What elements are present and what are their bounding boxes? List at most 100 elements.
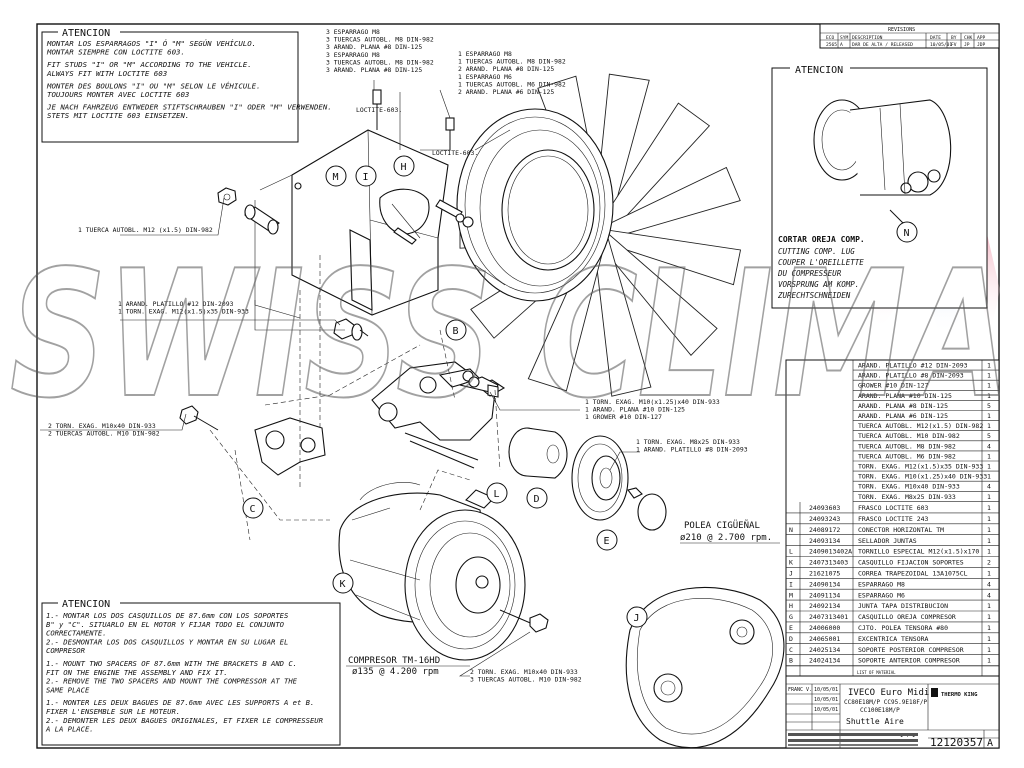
- callout-line: 1 ARAND. PLATILLO #12 DIN-2093: [118, 300, 234, 308]
- bom-row-letter: E: [789, 624, 793, 632]
- cut-lug-caption-line: CUTTING COMP. LUG: [778, 247, 855, 256]
- attention-top-line: JE NACH FAHRZEUG ENTWEDER STIFTSCHRAUBEN…: [46, 103, 332, 112]
- bom-row-letter: D: [789, 635, 793, 643]
- bom-row-code: 24065001: [809, 635, 840, 643]
- bom-row-desc: GROWER #10 DIN-127: [858, 382, 929, 390]
- bom-row-desc: JUNTA TAPA DISTRIBUCION: [858, 602, 948, 610]
- attention-bottom-line: 2.- DESMONTAR LOS DOS CASQUILLOS Y MONTA…: [46, 637, 288, 646]
- attention-bottom-line: 2.- REMOVE THE TWO SPACERS AND MOUNT THE…: [46, 677, 298, 686]
- bom-row-qty: 1: [987, 548, 991, 556]
- bom-row-code: 24091134: [809, 591, 840, 599]
- bom-row-qty: 1: [987, 452, 991, 460]
- bom-row-qty: 1: [987, 613, 991, 621]
- revision-cell: 10/05/01: [930, 42, 952, 48]
- bom-row-desc: ARAND. PLATILLO #12 DIN-2093: [858, 362, 968, 370]
- bom-row-desc: TORN. EXAG. M12(x1.5)x35 DIN-933: [858, 463, 983, 471]
- watermark-text: SWISS CLIMA: [10, 234, 1010, 437]
- bom-row-desc: TORN. EXAG. M8x25 DIN-933: [858, 493, 956, 501]
- callout-line: 3 ESPARRAGO M8: [326, 28, 380, 36]
- bom-row-desc: ARAND. PLANA #8 DIN-125: [858, 402, 948, 410]
- logo-text: THERMO KING: [941, 692, 978, 698]
- balloon-h: [393, 155, 415, 177]
- tensioner: [508, 427, 667, 531]
- attention-panel-right: ATENCION CORTAR OREJA COMP. CUTTING COMP…: [771, 64, 988, 309]
- cut-lug-caption-bold: CORTAR OREJA COMP.: [778, 235, 865, 244]
- revision-cell: DAR DE ALTA / RELEASED: [852, 42, 913, 48]
- bom-row-qty: 1: [987, 526, 991, 534]
- bom-row-code: 24090134: [809, 580, 840, 588]
- attention-top-line: FIT STUDS "I" OR "M" ACCORDING TO THE VE…: [47, 60, 252, 69]
- balloon-label: C: [250, 504, 256, 515]
- bom-row-qty: 1: [987, 657, 991, 665]
- bom-row-desc: SOPORTE POSTERIOR COMPRESOR: [858, 646, 964, 654]
- attention-bottom-title: ATENCION: [62, 599, 110, 610]
- bom-row-desc: TUERCA AUTOBL. M10 DIN-982: [858, 432, 960, 440]
- bracket-c: [179, 405, 326, 476]
- attention-bottom-line: 2.- DEMONTER LES DEUX BAGUES ORIGINALES,…: [46, 716, 324, 725]
- revisions-title: REVISIONS: [888, 27, 915, 33]
- bom-row-desc: FRASCO LOCTITE 603: [858, 504, 929, 512]
- callout-line: 3 ARAND. PLANA #8 DIN-125: [326, 43, 422, 51]
- cut-lug-caption-line: ZURECHTSCHNEIDEN: [777, 291, 851, 300]
- bom-row-desc: CONECTOR HORIZONTAL TM: [858, 526, 944, 534]
- bom-row-desc: SOPORTE ANTERIOR COMPRESOR: [858, 657, 960, 665]
- bom-row-desc: SELLADOR JUNTAS: [858, 537, 917, 545]
- bom-row-desc: CORREA TRAPEZOIDAL 13A1075CL: [858, 570, 968, 578]
- model-title: IVECO Euro Midi: [848, 688, 929, 698]
- attention-bottom-line: 1.- MONTER LES DEUX BAGUES DE 87.6mm AVE…: [46, 698, 314, 707]
- bom-row-qty: 1: [987, 493, 991, 501]
- bom-row-code: 24093134: [809, 537, 840, 545]
- bom-row-qty: 5: [987, 402, 991, 410]
- balloon-i: [355, 165, 377, 187]
- callout-labels: 3 ESPARRAGO M8 3 TUERCAS AUTOBL. M8 DIN-9…: [48, 28, 748, 684]
- callout-line: 1 TORN. EXAG. M10(x1.25)x40 DIN-933: [585, 398, 720, 406]
- bom-row-qty: 1: [987, 646, 991, 654]
- balloon-label: M: [333, 172, 339, 183]
- balloon-label: I: [363, 172, 369, 183]
- callout-line: 1 ARAND. PLANA #10 DIN-125: [585, 406, 685, 414]
- date-1: 10/05/01: [814, 687, 838, 693]
- date-3: 10/05/01: [814, 707, 838, 713]
- revision-header: APP: [977, 35, 986, 41]
- balloon-label: N: [904, 228, 910, 239]
- bom-row-desc: ARAND. PLANA #6 DIN-125: [858, 412, 948, 420]
- callout-line: 3 TUERCAS AUTOBL. M8 DIN-982: [326, 58, 434, 66]
- bom-row-desc: TORN. EXAG. M10x40 DIN-933: [858, 483, 960, 491]
- attention-top-line: MONTER DES BOULONS "I" OU "M" SELON LE V…: [46, 81, 261, 90]
- bom-row-code: 24024134: [809, 657, 840, 665]
- bom-row-letter: K: [789, 559, 793, 567]
- bom-row-qty: 2: [987, 559, 991, 567]
- attention-top-line: MONTAR SIEMPRE CON LOCTITE 603.: [46, 48, 185, 57]
- polea-spec: ø210 @ 2.700 rpm.: [680, 533, 772, 543]
- attention-right-title: ATENCION: [795, 65, 843, 76]
- callout-line: 1 TORN. EXAG. M8x25 DIN-933: [636, 438, 740, 446]
- balloon-l: [486, 482, 508, 504]
- attention-top-line: ALWAYS FIT WITH LOCTITE 603: [46, 69, 167, 78]
- balloon-c: [242, 497, 264, 519]
- bom-row-qty: 1: [987, 504, 991, 512]
- bom-row-qty: 1: [987, 362, 991, 370]
- model-variant-2: CC100E18M/P: [860, 707, 900, 714]
- balloon-label: D: [534, 494, 540, 505]
- spec-labels: POLEA CIGÜEÑAL ø210 @ 2.700 rpm. COMPRES…: [346, 520, 780, 677]
- cut-lug-caption-line: COUPER L'OREILLETTE: [778, 258, 864, 267]
- bom-row-desc: TUERCA AUTOBL. M8 DIN-982: [858, 442, 956, 450]
- attention-bottom-line: B" y "C". SITUARLO EN EL MOTOR Y FIJAR T…: [46, 620, 285, 629]
- bom-row-code: 21621075: [809, 570, 840, 578]
- callout-line: 1 ESPARRAGO M8: [458, 50, 512, 58]
- bom-row-desc: FRASCO LOCTITE 243: [858, 515, 929, 523]
- attention-bottom-line: 1.- MOUNT TWO SPACERS OF 87.6mm WITH THE…: [46, 659, 297, 668]
- bom-row-qty: 1: [987, 422, 991, 430]
- tk-logo-icon: [931, 688, 938, 697]
- revision-header: ECO: [826, 35, 835, 41]
- attention-bottom-line: FIT ON THE ENGINE THE ASSEMBLY AND FIX I…: [46, 668, 228, 677]
- bom-row-qty: 4: [987, 580, 991, 588]
- bom-list-label: LIST OF MATERIAL: [857, 670, 896, 675]
- revision-cell: 2565: [826, 42, 837, 48]
- bom-row-letter: C: [789, 646, 793, 654]
- revision-header: CHK: [964, 35, 973, 41]
- revision-cell: FV: [951, 42, 957, 48]
